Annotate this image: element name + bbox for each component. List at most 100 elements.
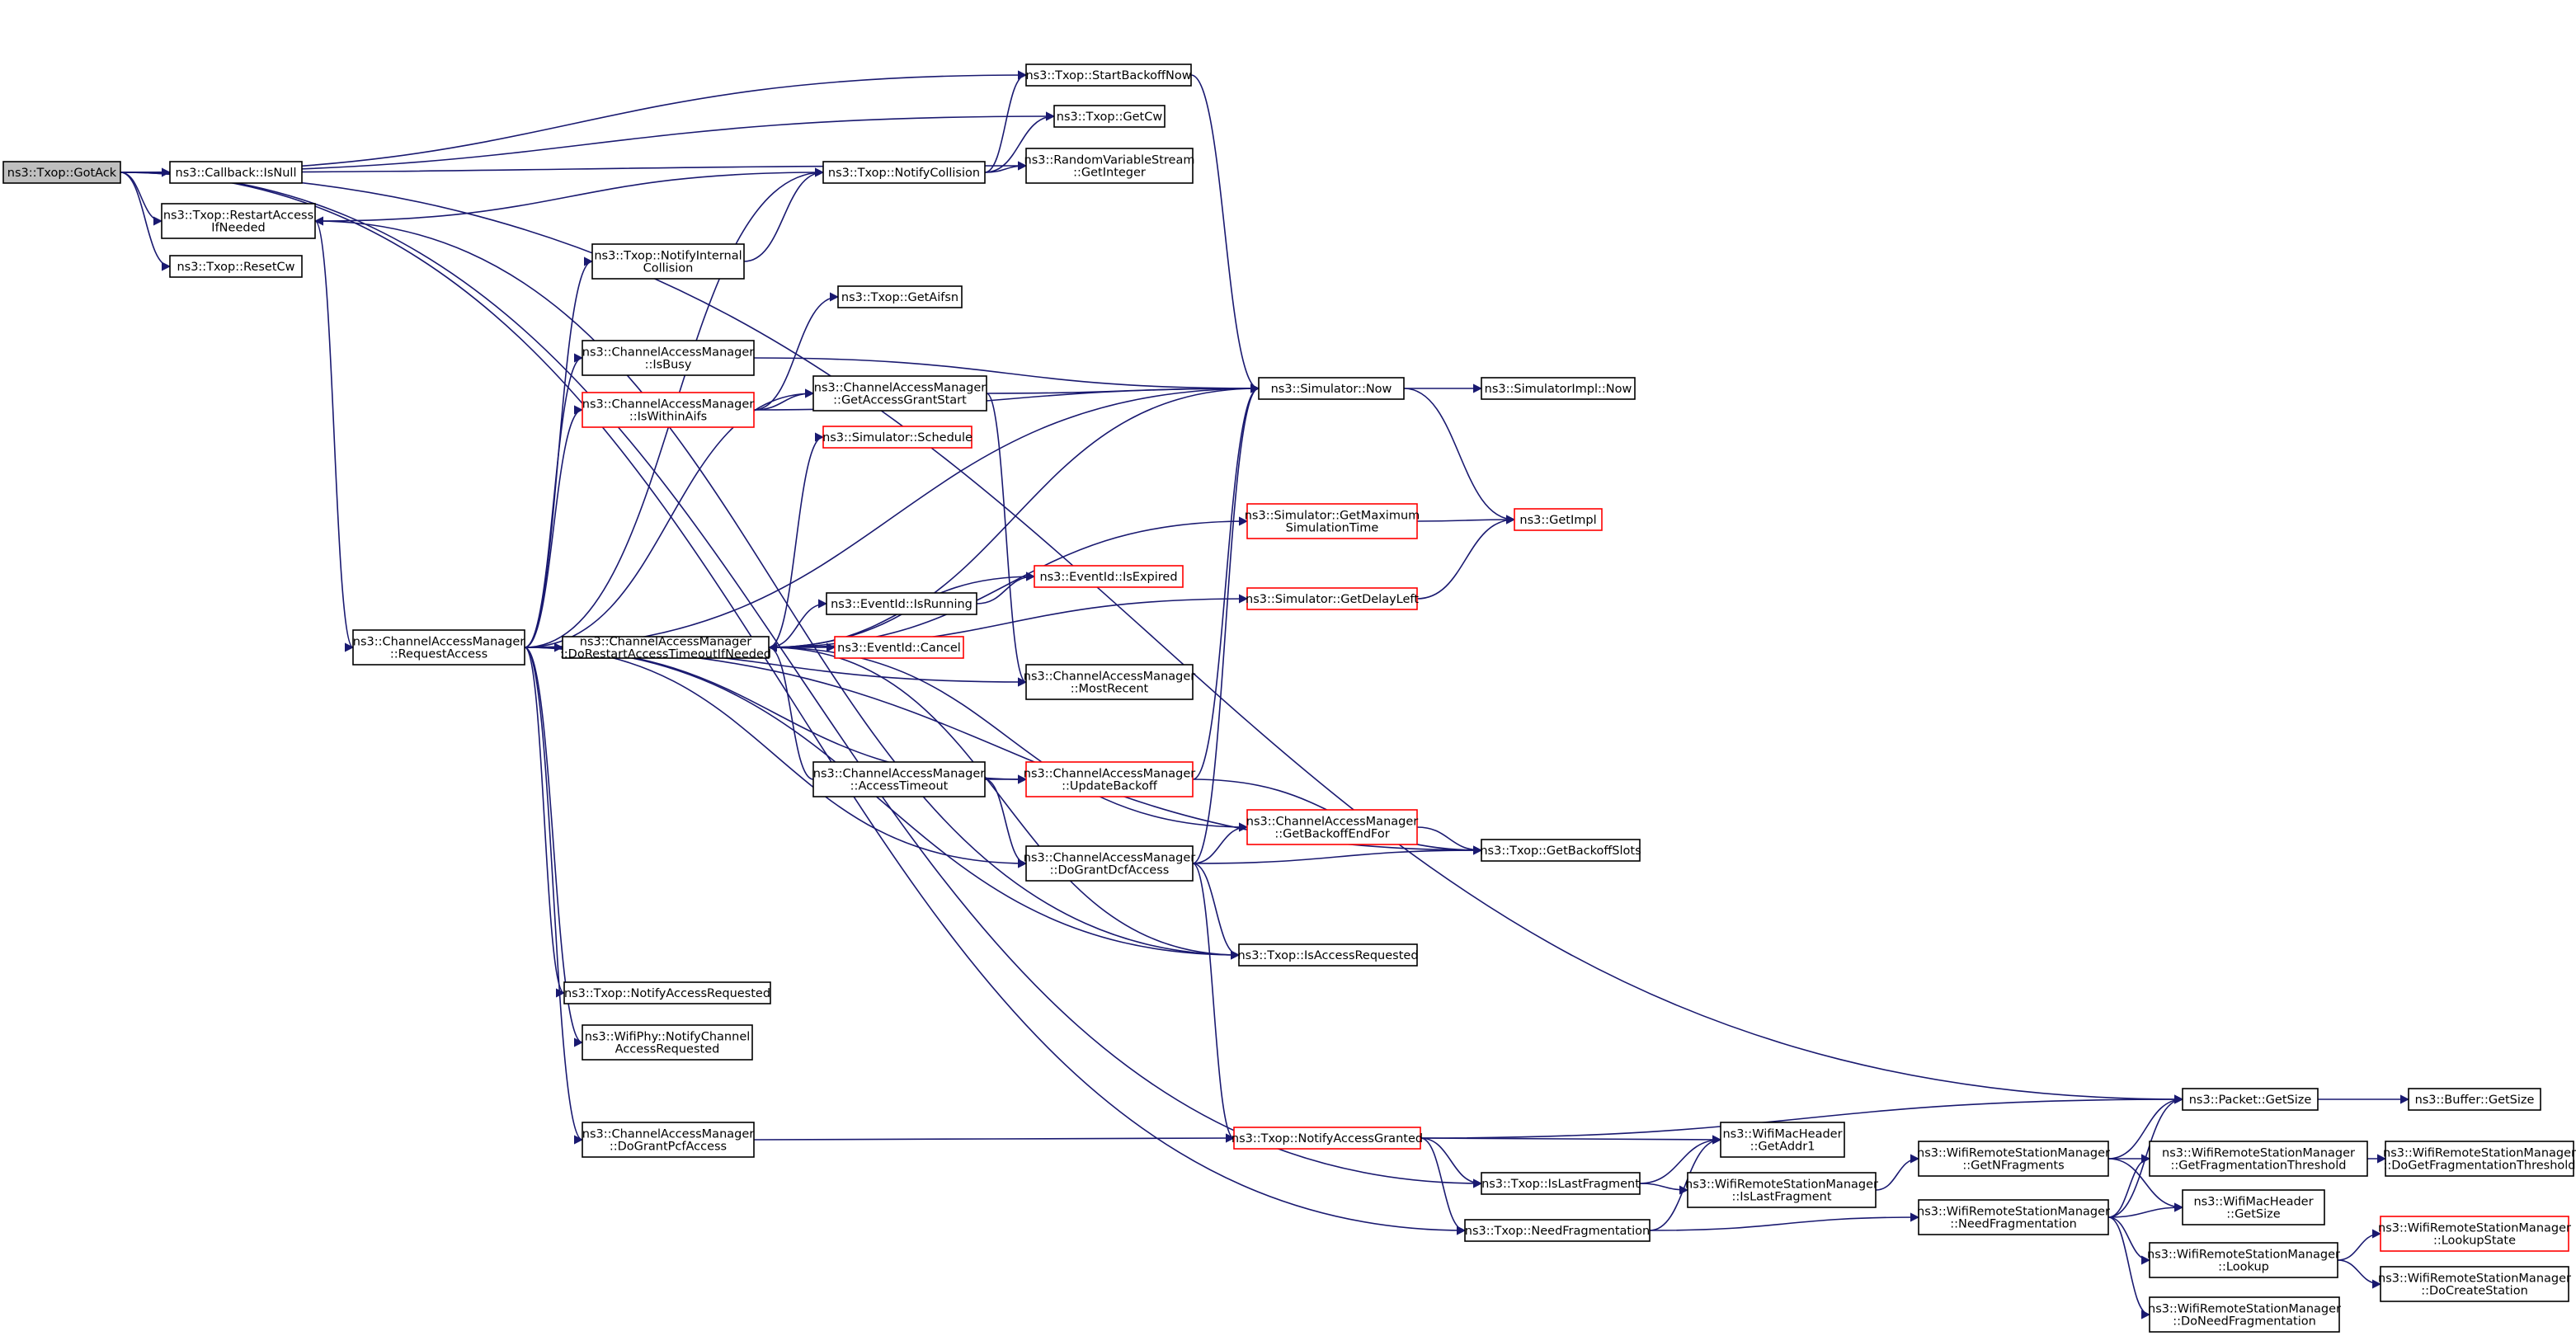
node-notifyaccessreq[interactable]: ns3::Txop::NotifyAccessRequested [563,981,771,1004]
node-dograntpcf[interactable]: ns3::ChannelAccessManager::DoGrantPcfAcc… [582,1122,755,1158]
edge-getdelayleft-to-getimpl [1416,515,1516,600]
node-buffergetsize[interactable]: ns3::Buffer::GetSize [2408,1088,2541,1111]
edge-line [120,172,163,226]
node-wrsmlookupstate[interactable]: ns3::WifiRemoteStationManager::LookupSta… [2378,1216,2571,1252]
edge-islastfrag-to-getaddr1 [1639,1135,1722,1184]
node-notifycoll[interactable]: ns3::Txop::NotifyCollision [822,161,986,184]
node-wrsmgetfragthr[interactable]: ns3::WifiRemoteStationManager::GetFragme… [2149,1141,2368,1177]
node-requestaccess[interactable]: ns3::ChannelAccessManager::RequestAccess [352,629,525,666]
edge-wrsmlookup-to-wrsmdocreate [2337,1259,2382,1289]
node-isrunning[interactable]: ns3::EventId::IsRunning [826,592,977,615]
node-iswithinaifs[interactable]: ns3::ChannelAccessManager::IsWithinAifs [582,392,755,428]
node-label: ns3::Txop::NotifyCollision [828,167,980,180]
edge-line [1190,74,1260,393]
edge-getbackoffend-to-getbackoffslots [1416,826,1483,855]
node-label: ns3::Txop::GetAifsn [841,291,958,304]
node-isbusy[interactable]: ns3::ChannelAccessManager::IsBusy [582,340,755,376]
edge-notifycoll-to-getcw [984,111,1056,173]
edge-line [1192,863,1241,960]
edge-line [986,383,1260,394]
node-gotack[interactable]: ns3::Txop::GotAck [2,161,121,184]
node-getcw[interactable]: ns3::Txop::GetCw [1053,105,1166,128]
node-wrsmneedfrag[interactable]: ns3::WifiRemoteStationManager::NeedFragm… [1917,1199,2110,1235]
node-phynotify[interactable]: ns3::WifiPhy::NotifyChannelAccessRequest… [582,1024,753,1061]
node-label: ns3::Txop::IsLastFragment [1481,1178,1640,1191]
edge-wrsmgetnfrag-to-machdrgetsize [2107,1158,2184,1212]
node-getbackoffend[interactable]: ns3::ChannelAccessManager::GetBackoffEnd… [1246,809,1419,845]
edge-line [2337,1229,2382,1261]
edge-requestaccess-to-dograntpcf [524,647,584,1145]
edge-gotack-to-islastfrag [120,172,1483,1188]
node-cancel[interactable]: ns3::EventId::Cancel [834,636,964,659]
node-packetgetsize[interactable]: ns3::Packet::GetSize [2182,1088,2319,1111]
edge-line [984,779,1028,868]
node-label: ns3::ChannelAccessManager [814,382,987,395]
node-label: ns3::ChannelAccessManager [1024,768,1196,781]
edge-gotack-to-restart [120,172,163,226]
node-wrsmgetnfrag[interactable]: ns3::WifiRemoteStationManager::GetNFragm… [1917,1141,2110,1177]
node-box [812,375,987,412]
node-getimpl[interactable]: ns3::GetImpl [1514,508,1603,531]
node-dograntdcf[interactable]: ns3::ChannelAccessManager::DoGrantDcfAcc… [1024,845,1196,882]
node-rvsgetint[interactable]: ns3::RandomVariableStream::GetInteger [1024,148,1195,184]
node-getbackoffslots[interactable]: ns3::Txop::GetBackoffSlots [1480,839,1641,862]
edge-line [524,353,584,648]
node-box [1258,377,1405,400]
node-getdelayleft[interactable]: ns3::Simulator::GetDelayLeft [1246,587,1419,610]
node-getaddr1[interactable]: ns3::WifiMacHeader::GetAddr1 [1720,1122,1845,1158]
node-box [1514,508,1603,531]
node-box [1918,1141,2109,1177]
node-mostrecent[interactable]: ns3::ChannelAccessManager::MostRecent [1024,664,1196,700]
edge-line [524,647,584,1145]
node-accesstimeout[interactable]: ns3::ChannelAccessManager::AccessTimeout [812,761,986,797]
node-isaccessreq[interactable]: ns3::Txop::IsAccessRequested [1237,943,1419,967]
node-dorestart[interactable]: ns3::ChannelAccessManager::DoRestartAcce… [560,636,771,661]
edge-line [1416,515,1516,525]
node-label: ns3::ChannelAccessManager [1246,816,1419,829]
edge-requestaccess-to-isaccessreq [524,647,1241,960]
edge-line [984,161,1028,173]
node-wrsmdocreate[interactable]: ns3::WifiRemoteStationManager::DoCreateS… [2378,1266,2571,1302]
edge-line [524,647,1028,868]
edge-line [984,111,1056,173]
node-wrsmislastfrag[interactable]: ns3::WifiRemoteStationManager::IsLastFra… [1685,1172,1878,1208]
edge-gotack-to-startbackoff [120,70,1028,173]
edge-dograntdcf-to-notifygranted [1192,863,1236,1143]
node-resetcw[interactable]: ns3::Txop::ResetCw [169,255,303,278]
node-islastfrag[interactable]: ns3::Txop::IsLastFragment [1481,1172,1641,1195]
node-wrsmlookup[interactable]: ns3::WifiRemoteStationManager::Lookup [2147,1242,2340,1278]
node-wrsmdogetfragthr[interactable]: ns3::WifiRemoteStationManager::DoGetFrag… [2383,1141,2576,1177]
node-needfrag[interactable]: ns3::Txop::NeedFragmentation [1464,1219,1651,1242]
node-updatebackoff[interactable]: ns3::ChannelAccessManager::UpdateBackoff [1024,761,1196,797]
node-box [1025,148,1194,184]
node-box [591,243,745,280]
node-simnow[interactable]: ns3::Simulator::Now [1258,377,1405,400]
edge-line [1416,826,1483,855]
node-box [1246,587,1418,610]
node-startbackoff[interactable]: ns3::Txop::StartBackoffNow [1025,64,1192,87]
node-box [2385,1141,2574,1177]
node-label: Collision [643,262,694,275]
node-getaifsn[interactable]: ns3::Txop::GetAifsn [837,285,963,308]
edge-wrsmneedfrag-to-wrsmdoneedfrag [2107,1216,2151,1320]
edge-dorestart-to-isaccessreq [768,647,1241,960]
node-isexpired[interactable]: ns3::EventId::IsExpired [1034,565,1184,588]
node-simimplnow[interactable]: ns3::SimulatorImpl::Now [1481,377,1636,400]
edge-line [1416,515,1516,600]
node-getaccessgrant[interactable]: ns3::ChannelAccessManager::GetAccessGran… [812,375,987,412]
node-label: ::AccessTimeout [850,780,949,793]
edge-line [1192,383,1260,780]
node-notifygranted[interactable]: ns3::Txop::NotifyAccessGranted [1231,1127,1423,1150]
edge-requestaccess-to-dograntdcf [524,647,1028,868]
node-isnull[interactable]: ns3::Callback::IsNull [169,161,303,184]
node-machdrgetsize[interactable]: ns3::WifiMacHeader::GetSize [2182,1189,2325,1225]
node-schedule[interactable]: ns3::Simulator::Schedule [822,426,972,449]
node-label: ns3::Txop::NotifyAccessRequested [564,987,770,1000]
node-wrsmdoneedfrag[interactable]: ns3::WifiRemoteStationManager::DoNeedFra… [2148,1296,2341,1333]
edge-line [2107,1094,2184,1160]
node-label: ns3::Simulator::Schedule [822,431,972,445]
node-label: AccessRequested [615,1043,720,1056]
